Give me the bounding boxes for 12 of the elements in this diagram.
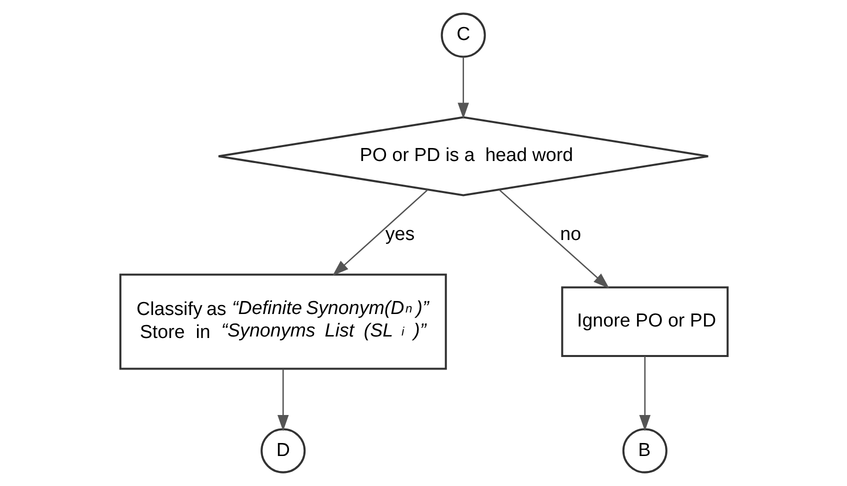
node-box: Ignore PO or PD	[560, 286, 728, 357]
node-diamond: PO or PD is a head word	[217, 116, 709, 196]
node-circle: B	[622, 428, 667, 474]
arrow	[332, 189, 428, 276]
arrow	[638, 356, 650, 432]
edge-label: no	[560, 222, 581, 244]
edge-label: yes	[384, 222, 414, 244]
arrow	[276, 369, 288, 432]
node-circle: C	[440, 12, 486, 58]
node-circle: D	[260, 428, 306, 474]
arrow	[498, 189, 609, 288]
arrow	[457, 57, 468, 119]
